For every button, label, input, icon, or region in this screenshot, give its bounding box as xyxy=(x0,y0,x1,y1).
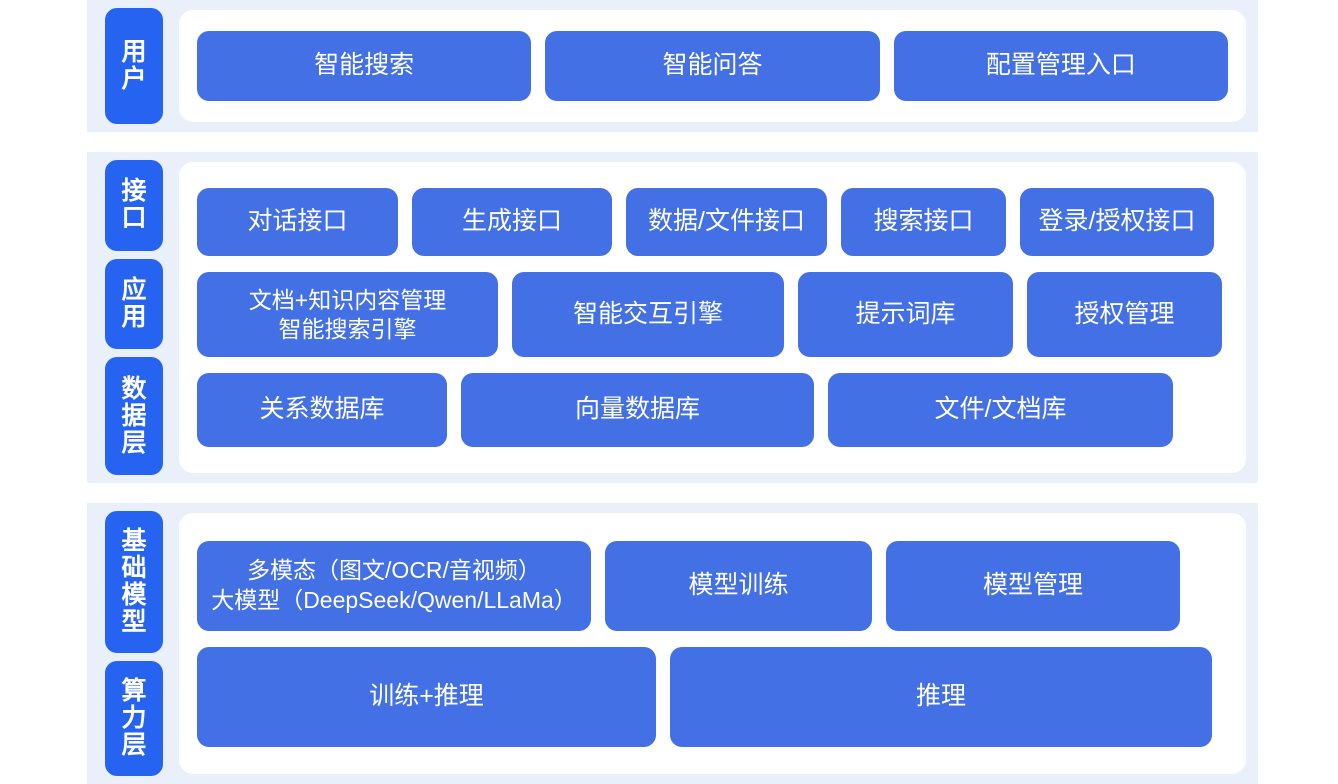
layer-tag-user-label: 用户 xyxy=(121,38,147,93)
section-bottom: 基础模型 算力层 多模态（图文/OCR/音视频） 大模型（DeepSeek/Qw… xyxy=(87,503,1258,784)
layer-tag-application-label: 应用 xyxy=(121,276,147,331)
panel-users: 智能搜索 智能问答 配置管理入口 xyxy=(179,10,1246,122)
card-doc-knowledge-management[interactable]: 文档+知识内容管理 智能搜索引擎 xyxy=(197,272,498,357)
card-model-training[interactable]: 模型训练 xyxy=(605,540,872,631)
card-smart-interaction-engine[interactable]: 智能交互引擎 xyxy=(512,272,784,357)
row-foundation-model-layer: 多模态（图文/OCR/音视频） 大模型（DeepSeek/Qwen/LLaMa）… xyxy=(197,540,1228,631)
tag-column-middle: 接口 应用 数据层 xyxy=(87,152,179,483)
card-prompt-library[interactable]: 提示词库 xyxy=(798,272,1013,357)
row-user-entries: 智能搜索 智能问答 配置管理入口 xyxy=(197,31,1228,101)
card-login-auth-api[interactable]: 登录/授权接口 xyxy=(1020,188,1214,256)
card-generation-api[interactable]: 生成接口 xyxy=(412,188,612,256)
layer-tag-user: 用户 xyxy=(105,8,163,124)
card-multimodal-large-model[interactable]: 多模态（图文/OCR/音视频） 大模型（DeepSeek/Qwen/LLaMa） xyxy=(197,540,591,631)
layer-tag-foundation-model-label: 基础模型 xyxy=(121,527,147,636)
layer-tag-api-label: 接口 xyxy=(121,177,147,233)
card-smart-search[interactable]: 智能搜索 xyxy=(197,31,532,101)
layer-tag-api: 接口 xyxy=(105,160,163,251)
section-users: 用户 智能搜索 智能问答 配置管理入口 xyxy=(87,0,1258,132)
layer-tag-foundation-model: 基础模型 xyxy=(105,511,163,653)
layer-tag-application: 应用 xyxy=(105,258,163,350)
section-middle: 接口 应用 数据层 对话接口 生成接口 数据/文件接口 搜索接口 登录/授权接口… xyxy=(87,152,1258,483)
card-training-plus-inference[interactable]: 训练+推理 xyxy=(197,646,656,747)
card-model-management[interactable]: 模型管理 xyxy=(886,540,1180,631)
card-file-document-store[interactable]: 文件/文档库 xyxy=(828,373,1173,447)
row-data-layer: 关系数据库 向量数据库 文件/文档库 xyxy=(197,373,1228,447)
card-data-file-api[interactable]: 数据/文件接口 xyxy=(626,188,827,256)
tag-column-bottom: 基础模型 算力层 xyxy=(87,503,179,784)
tag-column-users: 用户 xyxy=(87,0,179,132)
card-smart-qa[interactable]: 智能问答 xyxy=(545,31,880,101)
row-application-layer: 文档+知识内容管理 智能搜索引擎 智能交互引擎 提示词库 授权管理 xyxy=(197,272,1228,357)
panel-bottom: 多模态（图文/OCR/音视频） 大模型（DeepSeek/Qwen/LLaMa）… xyxy=(179,513,1246,774)
card-inference[interactable]: 推理 xyxy=(670,646,1212,747)
layer-tag-compute-label: 算力层 xyxy=(121,677,147,759)
card-relational-database[interactable]: 关系数据库 xyxy=(197,373,447,447)
card-dialog-api[interactable]: 对话接口 xyxy=(197,188,398,256)
layer-tag-data-label: 数据层 xyxy=(121,374,147,457)
row-compute-layer: 训练+推理 推理 xyxy=(197,646,1228,747)
row-api-layer: 对话接口 生成接口 数据/文件接口 搜索接口 登录/授权接口 xyxy=(197,188,1228,256)
layer-tag-data: 数据层 xyxy=(105,357,163,476)
card-vector-database[interactable]: 向量数据库 xyxy=(461,373,814,447)
panel-middle: 对话接口 生成接口 数据/文件接口 搜索接口 登录/授权接口 文档+知识内容管理… xyxy=(179,162,1246,473)
card-search-api[interactable]: 搜索接口 xyxy=(841,188,1006,256)
card-config-management-entry[interactable]: 配置管理入口 xyxy=(893,31,1228,101)
layer-tag-compute: 算力层 xyxy=(105,661,163,776)
card-authorization-management[interactable]: 授权管理 xyxy=(1027,272,1222,357)
